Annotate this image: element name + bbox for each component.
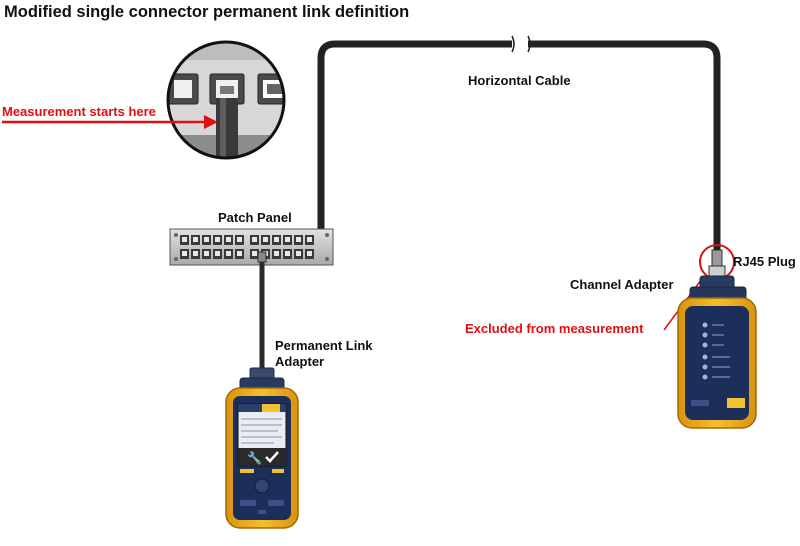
patch-panel-port-opening [193, 251, 198, 256]
patch-panel-port-opening [215, 237, 220, 242]
patch-panel-port-opening [296, 237, 301, 242]
patch-panel-port-opening [237, 251, 242, 256]
patch-panel-port-opening [182, 237, 187, 242]
remote-tester-unit [677, 275, 757, 429]
permanent-link-label-line1: Permanent Link [275, 338, 373, 353]
patch-panel-port-opening [307, 237, 312, 242]
main-tester-unit: 🔧 [225, 367, 299, 529]
checkmark-icon [265, 451, 279, 463]
wrench-icon: 🔧 [247, 450, 262, 465]
patch-panel-port-opening [226, 251, 231, 256]
channel-adapter-label: Channel Adapter [570, 277, 674, 292]
patch-panel-port-opening [263, 237, 268, 242]
permanent-link-label-line2: Adapter [275, 354, 324, 369]
patch-panel-label: Patch Panel [218, 210, 292, 225]
patch-panel-port-opening [226, 237, 231, 242]
patch-panel-port-opening [182, 251, 187, 256]
rj45-plug [708, 249, 726, 277]
patch-panel-port-opening [193, 237, 198, 242]
page-title: Modified single connector permanent link… [4, 3, 409, 21]
cable-break-mark [511, 35, 531, 53]
patch-panel-port-opening [204, 237, 209, 242]
patch-panel-port-opening [296, 251, 301, 256]
excluded-label: Excluded from measurement [465, 321, 644, 336]
patch-panel-port-opening [274, 251, 279, 256]
patch-panel-port-opening [204, 251, 209, 256]
patch-panel [169, 228, 334, 266]
patch-panel-port-opening [252, 251, 257, 256]
patch-panel-port-opening [237, 237, 242, 242]
horizontal-cable-label: Horizontal Cable [468, 73, 571, 88]
patch-panel-port-opening [285, 237, 290, 242]
measurement-starts-label: Measurement starts here [2, 104, 156, 119]
rj45-plug-label: RJ45 Plug [733, 254, 796, 269]
measurement-start-arrow [2, 115, 218, 129]
zoom-inset [166, 40, 286, 160]
patch-panel-port-opening [215, 251, 220, 256]
patch-panel-port-opening [252, 237, 257, 242]
patch-panel-port-opening [274, 237, 279, 242]
patch-panel-port-opening [285, 251, 290, 256]
patch-panel-port-opening [307, 251, 312, 256]
